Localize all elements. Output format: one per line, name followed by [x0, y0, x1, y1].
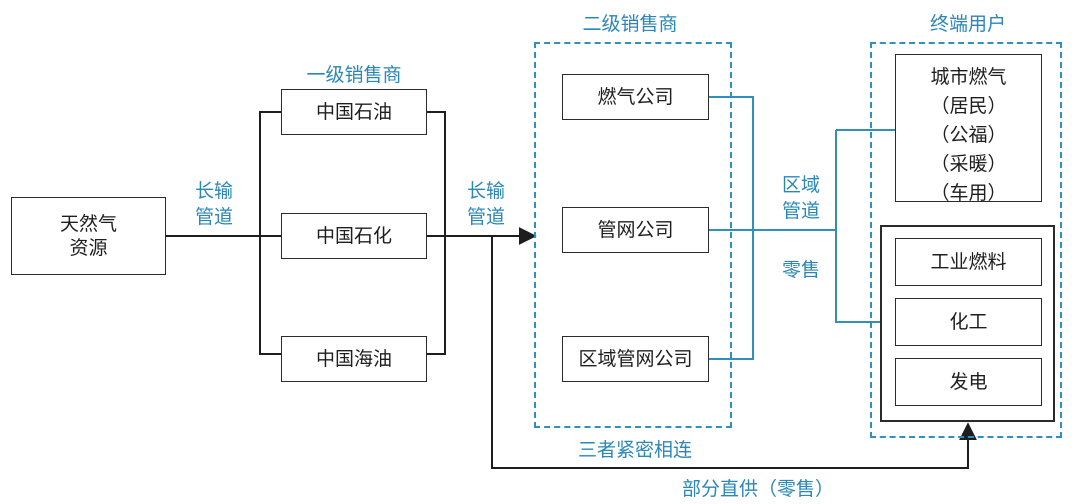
power-generation-box: 发电	[895, 358, 1042, 406]
long-pipeline-label-2-line1: 长输	[466, 180, 505, 202]
long-pipeline-label-2-line2: 管道	[466, 206, 505, 228]
closely-linked-label: 三者紧密相连	[577, 439, 692, 461]
direct-supply-route	[491, 236, 977, 469]
urban-gas-item: （公福）	[930, 124, 1007, 146]
gas-company-box: 燃气公司	[562, 74, 709, 120]
direct-supply-label: 部分直供（零售）	[681, 478, 834, 500]
regional-pipeline-company-box: 区域管网公司	[562, 336, 709, 382]
end-users-label: 终端用户	[929, 13, 1006, 35]
urban-gas-title: 城市燃气	[930, 66, 1007, 88]
petrochina-box: 中国石油	[281, 89, 427, 135]
cnooc-box: 中国海油	[281, 336, 427, 382]
urban-gas-item: （车用）	[930, 182, 1007, 204]
end-users-group	[870, 42, 1062, 438]
tier1-right-bracket	[427, 111, 446, 355]
regional-pipeline-label: 区域 管道	[771, 172, 831, 224]
sinopec-box: 中国石化	[281, 213, 427, 259]
retail-label: 零售	[781, 259, 820, 281]
industrial-fuel-box: 工业燃料	[895, 238, 1042, 286]
pipeline-company-box: 管网公司	[562, 207, 709, 253]
tier2-sellers-label: 二级销售商	[582, 13, 678, 35]
urban-gas-box: 城市燃气 （居民） （公福） （采暖） （车用）	[895, 54, 1042, 204]
end-user-branch-line	[835, 130, 880, 323]
long-pipeline-label-1-line2: 管道	[194, 206, 233, 228]
long-pipeline-label-1-line1: 长输	[194, 180, 233, 202]
urban-gas-item: （采暖）	[930, 153, 1007, 175]
long-pipeline-label-1: 长输 管道	[184, 178, 244, 230]
long-pipeline-label-2: 长输 管道	[456, 178, 516, 230]
tier1-sellers-label: 一级销售商	[306, 64, 402, 86]
tier1-left-bracket	[259, 111, 281, 355]
urban-gas-item: （居民）	[930, 95, 1007, 117]
tier2-sellers-group	[534, 42, 732, 428]
regional-pipeline-label-line2: 管道	[781, 200, 820, 222]
chemical-box: 化工	[895, 298, 1042, 346]
regional-pipeline-label-line1: 区域	[781, 174, 820, 196]
natural-gas-resource-box: 天然气 资源	[11, 197, 166, 275]
